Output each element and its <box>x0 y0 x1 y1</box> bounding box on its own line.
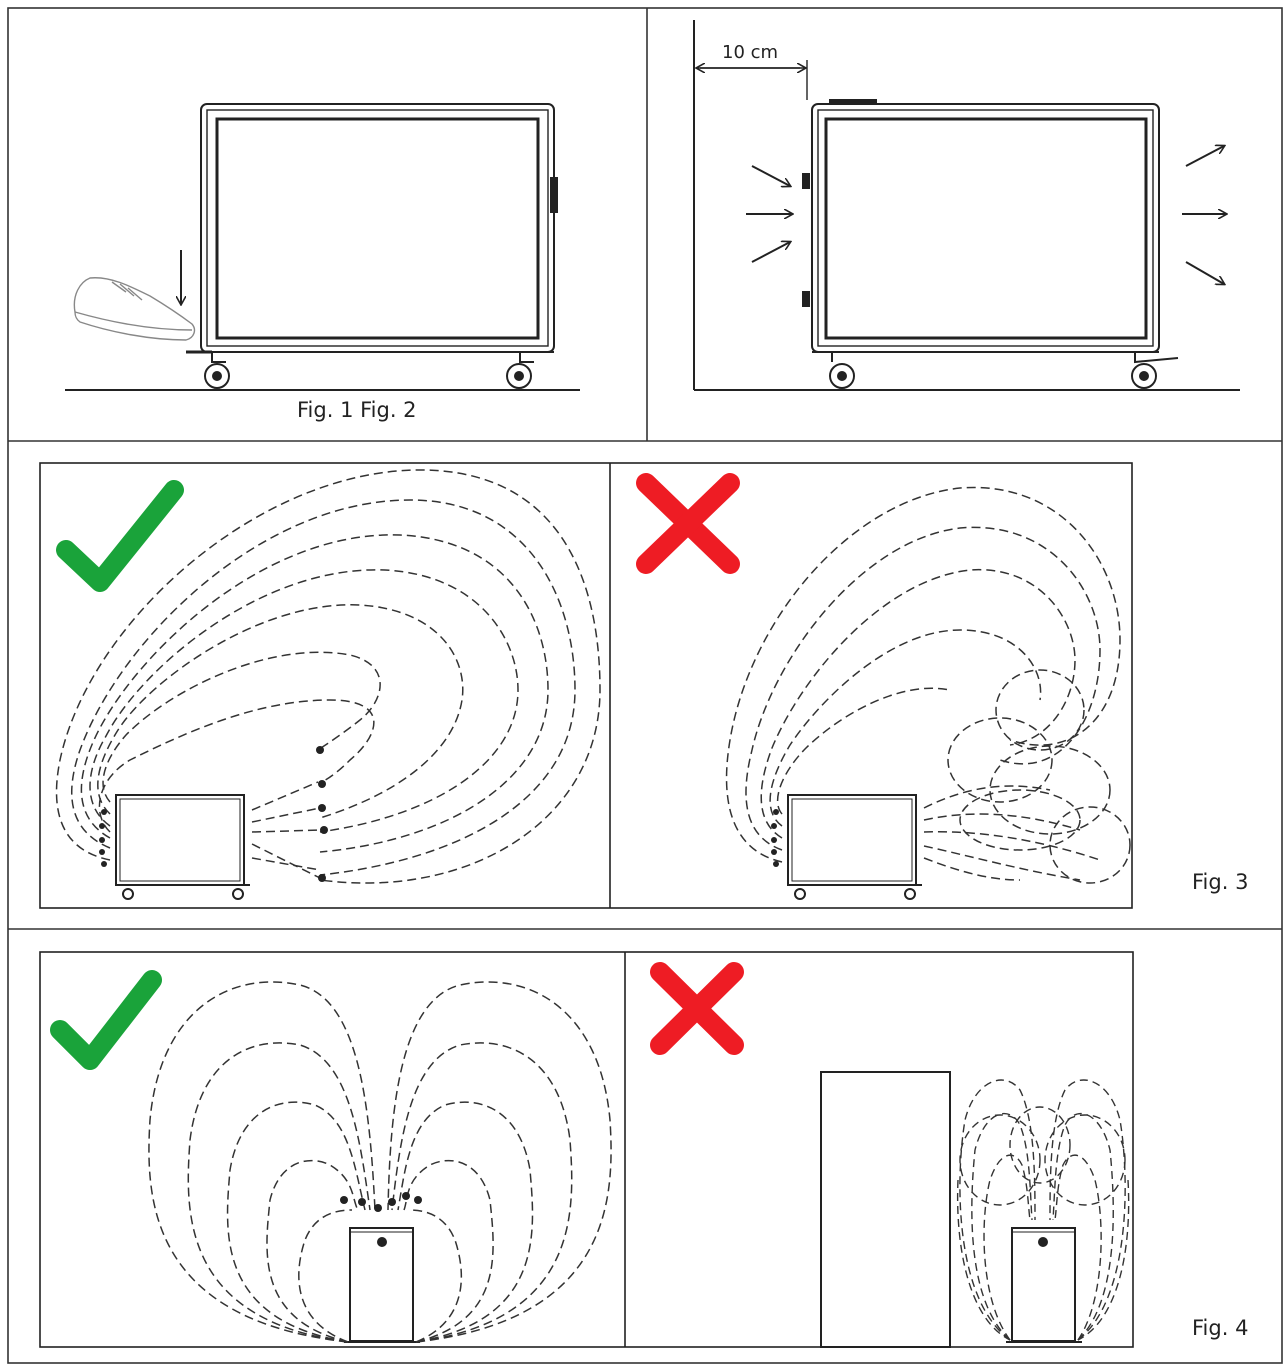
fig2-caster-left <box>829 352 855 389</box>
outer-frame <box>7 7 1283 1364</box>
fig1-caster-left <box>186 350 230 389</box>
fig4-good-arrowheads <box>340 1192 422 1212</box>
fig3-caption: Fig. 3 <box>1192 870 1249 894</box>
fig3-frame <box>39 462 1133 909</box>
fig4-bad-tower-unit <box>1006 1227 1082 1343</box>
fig3-bad-arrowheads <box>771 809 779 867</box>
shoe-icon <box>73 277 196 341</box>
check-mark-icon <box>56 480 184 592</box>
fig3-good-cabinet <box>115 794 250 900</box>
fig1-caster-right <box>506 352 534 389</box>
fig4-wall-obstruction <box>820 1071 951 1348</box>
fig1-cabinet-with-foot <box>65 103 580 391</box>
fig2-air-outlet-arrows <box>1182 146 1226 284</box>
fig2-air-inlet-arrows <box>746 165 792 263</box>
fig4-caption: Fig. 4 <box>1192 1316 1249 1340</box>
fig1-fig2-caption: Fig. 1 Fig. 2 <box>297 398 417 422</box>
fig4-frame <box>39 951 1134 1348</box>
clearance-distance-label: 10 cm <box>722 42 779 63</box>
fig3-good-airflow <box>55 469 601 884</box>
fig4-good-airflow <box>148 981 612 1343</box>
fig3-bad-cabinet <box>787 794 922 900</box>
fig3-good-arrowheads <box>99 746 328 882</box>
fig4-bad-airflow <box>956 1079 1130 1341</box>
check-mark-icon <box>50 970 162 1070</box>
cross-mark-icon <box>650 962 744 1055</box>
cross-mark-icon <box>636 473 740 574</box>
fig3-bad-airflow <box>725 486 1131 884</box>
fig4-good-tower-unit <box>344 1227 420 1343</box>
fig2-cabinet-wall-clearance <box>693 20 1240 391</box>
fig2-caster-right <box>1131 352 1179 389</box>
